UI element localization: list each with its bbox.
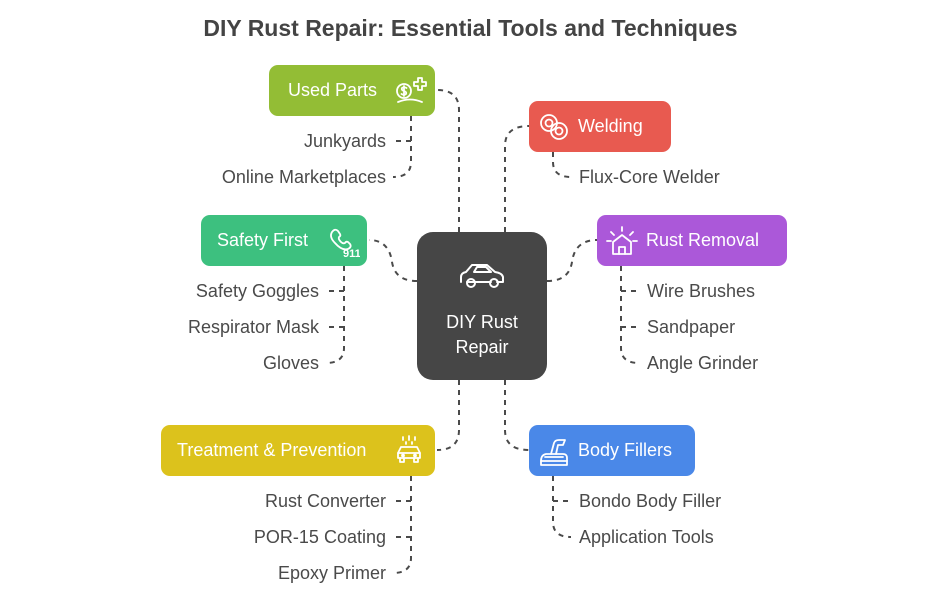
leaf-por-15-coating: POR-15 Coating bbox=[253, 527, 386, 547]
branch-welding-label: Welding bbox=[578, 116, 643, 136]
central-topic: DIY Rust Repair bbox=[417, 232, 547, 380]
leaf-flux-core-welder: Flux-Core Welder bbox=[579, 167, 720, 187]
filler-tool-icon bbox=[540, 438, 568, 466]
leaf-sandpaper: Sandpaper bbox=[647, 317, 736, 337]
welding-rings-icon bbox=[540, 113, 568, 140]
leaf-gloves: Gloves bbox=[262, 353, 319, 373]
branch-treatment-prevention: Treatment & Prevention bbox=[161, 425, 435, 476]
connector-body-fillers bbox=[504, 380, 530, 451]
leaf-wire-brushes: Wire Brushes bbox=[647, 281, 756, 301]
branch-rust-removal: Rust Removal bbox=[597, 215, 787, 266]
leaf-bondo-body-filler: Bondo Body Filler bbox=[579, 491, 722, 511]
connector-body-fillers-leaves bbox=[552, 476, 572, 538]
leaf-online-marketplaces: Online Marketplaces bbox=[221, 167, 386, 187]
connector-welding-leaves bbox=[552, 152, 572, 178]
leaf-epoxy-primer: Epoxy Primer bbox=[277, 563, 386, 583]
branch-rust-removal-label: Rust Removal bbox=[646, 230, 760, 250]
connector-used-parts bbox=[436, 89, 460, 232]
leaf-junkyards: Junkyards bbox=[303, 131, 386, 151]
connector-used-parts-leaves bbox=[392, 116, 412, 178]
connector-treatment-leaves bbox=[392, 476, 412, 574]
branch-welding: Welding bbox=[529, 101, 671, 152]
connector-rust-removal-leaves bbox=[620, 266, 640, 364]
branch-used-parts: Used Parts bbox=[269, 65, 435, 116]
central-topic-line1: DIY Rust bbox=[446, 312, 518, 332]
leaf-safety-goggles: Safety Goggles bbox=[195, 281, 319, 301]
connector-welding bbox=[504, 125, 530, 232]
branch-used-parts-label: Used Parts bbox=[288, 80, 378, 100]
branch-body-fillers: Body Fillers bbox=[529, 425, 695, 476]
leaf-application-tools: Application Tools bbox=[579, 527, 714, 547]
branch-safety-first: Safety First 911 bbox=[201, 215, 367, 266]
branch-safety-first-label: Safety First bbox=[217, 230, 309, 250]
connector-safety-leaves bbox=[325, 266, 345, 364]
connector-safety bbox=[368, 239, 418, 282]
connector-rust-removal bbox=[546, 239, 598, 282]
svg-text:911: 911 bbox=[343, 248, 360, 258]
car-icon bbox=[460, 264, 504, 288]
car-wash-icon bbox=[397, 434, 421, 463]
money-exchange-icon bbox=[396, 76, 427, 103]
leaf-angle-grinder: Angle Grinder bbox=[647, 353, 759, 373]
branch-treatment-prevention-label: Treatment & Prevention bbox=[177, 440, 367, 460]
diagram-title: DIY Rust Repair: Essential Tools and Tec… bbox=[203, 15, 738, 41]
leaf-rust-converter: Rust Converter bbox=[264, 491, 386, 511]
house-sun-icon bbox=[606, 225, 638, 255]
connector-treatment bbox=[436, 380, 460, 451]
leaf-respirator-mask: Respirator Mask bbox=[187, 317, 319, 337]
branch-body-fillers-label: Body Fillers bbox=[578, 440, 673, 460]
central-topic-line2: Repair bbox=[455, 337, 509, 357]
phone-911-icon: 911 bbox=[330, 228, 360, 258]
